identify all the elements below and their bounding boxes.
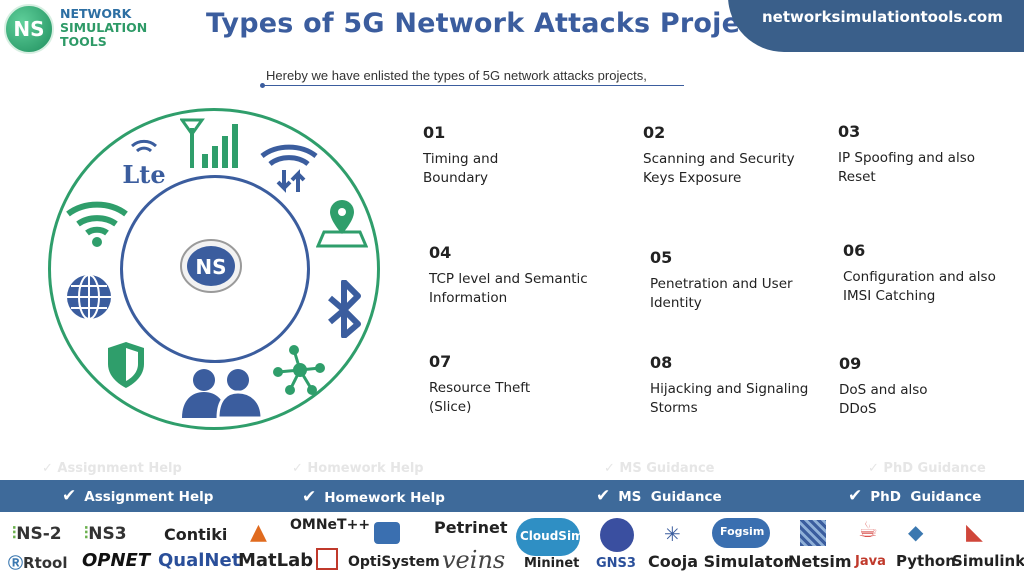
item-text: Resource Theft (Slice) [429, 380, 531, 415]
svg-text:Lte: Lte [122, 160, 165, 188]
page-title: Types of 5G Network Attacks Projects [206, 8, 786, 39]
tool-petrinet: Petrinet [434, 518, 508, 537]
cooja-icon: ✳ [664, 522, 681, 546]
item-text: Penetration and User Identity [650, 276, 793, 311]
tool-opnet: OPNET [82, 550, 151, 571]
ghost-ms-guidance: ✓ MS Guidance [604, 461, 715, 476]
tool-ns2: ⫶NS-2 [12, 524, 62, 544]
ghost-homework-help: ✓ Homework Help [292, 461, 424, 476]
site-link[interactable]: networksimulationtools.com [762, 8, 1003, 26]
tool-java: Java [855, 554, 886, 569]
item-number: 09 [839, 354, 862, 373]
subtitle-underline [262, 85, 684, 86]
item-06: 06 Configuration and also IMSI Catching [843, 241, 1023, 306]
network-nodes-icon [272, 344, 328, 400]
item-01: 01 Timing and Boundary [423, 123, 603, 188]
tool-simulink: Simulink [952, 552, 1024, 570]
item-number: 05 [650, 248, 673, 267]
tool-logos-strip: ⫶NS-2 ⫶NS3 Contiki ▲ OMNeT++ Petrinet Cl… [0, 512, 1024, 576]
netsim-icon [800, 520, 826, 546]
tool-rtool: ⓇRtool [8, 554, 68, 572]
cloudsim-badge [516, 518, 580, 556]
item-text: Scanning and Security Keys Exposure [643, 151, 795, 186]
ghost-phd-guidance: ✓ PhD Guidance [868, 461, 986, 476]
item-text: Configuration and also IMSI Catching [843, 269, 996, 304]
wifi-icon [64, 198, 130, 252]
banner-assignment-help[interactable]: ✔Assignment Help [62, 486, 214, 506]
lte-icon: Lte [118, 138, 170, 192]
item-number: 07 [429, 352, 452, 371]
check-icon: ✔ [62, 486, 77, 506]
ghost-assignment-help: ✓ Assignment Help [42, 461, 182, 476]
inner-ring [120, 175, 310, 363]
tool-python: Python [896, 552, 956, 570]
subtitle: Hereby we have enlisted the types of 5G … [266, 68, 647, 83]
optisystem-icon [316, 548, 338, 570]
tool-ns3: ⫶NS3 [84, 524, 127, 544]
item-text: IP Spoofing and also Reset [838, 150, 975, 185]
location-map-icon [315, 196, 369, 254]
item-number: 06 [843, 241, 866, 260]
tool-contiki: Contiki [164, 525, 228, 544]
item-number: 03 [838, 122, 861, 141]
tool-netsim: Netsim [788, 552, 852, 571]
tool-matlab: MatLab [238, 550, 314, 571]
shield-icon [104, 340, 148, 394]
fogsim-badge [712, 518, 770, 548]
tool-veins: veins [442, 546, 506, 574]
python-icon: ◆ [908, 520, 924, 544]
brand-logo[interactable]: NS NETWORK SIMULATION TOOLS [4, 4, 174, 54]
item-09: 09 DoS and also DDoS [839, 354, 1019, 419]
banner-ms-guidance[interactable]: ✔MS Guidance [596, 486, 722, 506]
check-icon: ✔ [596, 486, 611, 506]
globe-icon [64, 272, 114, 326]
banner-homework-help[interactable]: ✔Homework Help [302, 487, 445, 507]
center-ns-badge: NS [178, 236, 244, 296]
item-03: 03 IP Spoofing and also Reset [838, 122, 1018, 187]
item-text: TCP level and Semantic Information [429, 271, 588, 306]
item-text: Hijacking and Signaling Storms [650, 381, 809, 416]
tool-cloudsim: CloudSim [520, 529, 584, 543]
item-04: 04 TCP level and Semantic Information [429, 243, 609, 308]
check-icon: ✔ [302, 487, 317, 507]
banner-phd-guidance[interactable]: ✔PhD Guidance [848, 486, 982, 506]
tool-gns3: GNS3 [596, 556, 636, 571]
tool-cooja: Cooja Simulator [648, 552, 792, 571]
matlab-icon: ▲ [250, 520, 267, 545]
item-07: 07 Resource Theft (Slice) [429, 352, 609, 417]
item-05: 05 Penetration and User Identity [650, 248, 830, 313]
item-02: 02 Scanning and Security Keys Exposure [643, 123, 823, 188]
center-label: NS [195, 255, 226, 279]
item-text: Timing and Boundary [423, 151, 499, 186]
tool-mininet: Mininet [524, 556, 580, 571]
users-icon [178, 366, 266, 424]
tool-fogsim: Fogsim [720, 525, 765, 538]
wifi-download-icon [258, 140, 320, 200]
check-icon: ✔ [848, 486, 863, 506]
omnet-icon [374, 522, 400, 544]
bluetooth-icon [326, 279, 362, 342]
logo-badge: NS [4, 4, 54, 54]
item-number: 08 [650, 353, 673, 372]
simulink-icon: ◣ [966, 520, 983, 545]
tool-omnet: OMNeT++ [290, 517, 371, 533]
item-text: DoS and also DDoS [839, 382, 928, 417]
tool-optisystem: OptiSystem [348, 554, 440, 570]
logo-text: NETWORK SIMULATION TOOLS [60, 6, 148, 49]
item-number: 02 [643, 123, 666, 142]
services-banner: ✔Assignment Help ✔Homework Help ✔MS Guid… [0, 480, 1024, 512]
tool-qualnet: QualNet [158, 550, 241, 571]
outer-ring [48, 108, 380, 430]
site-link-tab[interactable]: networksimulationtools.com [728, 0, 1024, 52]
item-08: 08 Hijacking and Signaling Storms [650, 353, 830, 418]
gns3-icon [600, 518, 634, 552]
signal-bars-icon [179, 118, 246, 174]
item-number: 01 [423, 123, 446, 142]
java-icon: ☕ [858, 518, 878, 543]
item-number: 04 [429, 243, 452, 262]
